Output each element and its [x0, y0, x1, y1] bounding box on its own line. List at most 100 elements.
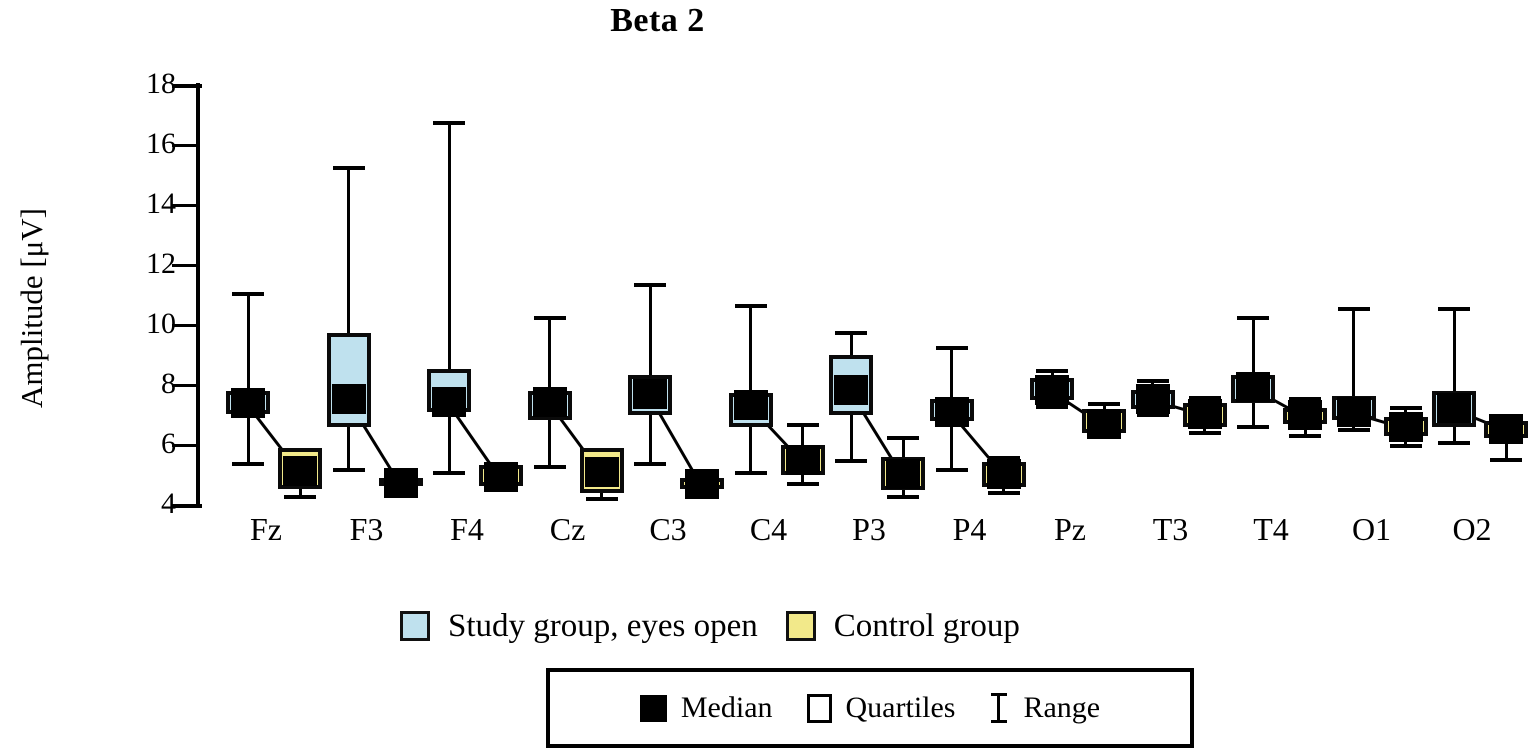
whisker-cap-max — [887, 436, 919, 440]
open-square-icon — [806, 693, 832, 723]
legend-label-study: Study group, eyes open — [448, 607, 758, 644]
whisker-cap-min — [1438, 441, 1470, 445]
x-tick-label-f4: F4 — [450, 511, 484, 547]
x-tick-label-f3: F3 — [349, 511, 384, 547]
y-tick-label: 6 — [161, 427, 176, 460]
whisker-cap-min — [835, 459, 867, 463]
median-marker — [633, 379, 667, 409]
whisker-cap-min — [585, 496, 618, 501]
median-marker — [785, 445, 820, 475]
whisker-cap-max — [332, 166, 365, 170]
y-tick-mark — [172, 143, 198, 147]
median-marker — [383, 467, 418, 498]
legend-item-range: Range — [989, 691, 1100, 725]
median-marker — [1388, 412, 1423, 442]
median-marker — [331, 383, 366, 414]
whisker-line — [347, 166, 350, 472]
y-tick-mark — [172, 263, 198, 267]
median-marker — [1087, 409, 1121, 439]
y-tick-mark — [172, 443, 198, 447]
x-tick-label-o1: O1 — [1351, 511, 1392, 547]
y-tick-label: 8 — [161, 367, 176, 400]
chart-title-text: Beta 2 — [610, 2, 705, 39]
whisker-cap-min — [533, 465, 566, 469]
median-marker — [1336, 397, 1371, 427]
whisker-cap-min — [232, 462, 264, 466]
y-tick-label: 4 — [161, 487, 176, 520]
median-marker — [1236, 371, 1270, 402]
whisker-cap-max — [533, 316, 566, 320]
whisker-cap-max — [1337, 307, 1370, 311]
whisker-cap-max — [634, 283, 666, 287]
median-marker — [986, 458, 1021, 489]
median-marker — [1489, 413, 1523, 444]
whisker-cap-min — [1188, 430, 1221, 435]
page-title: Beta 2 — [0, 0, 1535, 40]
whisker-cap-max — [1088, 401, 1120, 406]
legend-item-quartiles: Quartiles — [806, 691, 956, 724]
whisker-cap-max — [1289, 397, 1321, 401]
whisker-cap-min — [284, 495, 316, 499]
whisker-line — [1452, 307, 1456, 445]
median-marker — [1288, 400, 1322, 430]
whisker-cap-max — [1389, 406, 1422, 410]
filled-square-icon — [639, 694, 667, 722]
median-marker — [934, 397, 969, 427]
median-marker — [1437, 392, 1471, 423]
x-tick-label-p4: P4 — [952, 511, 987, 547]
y-tick-label: 10 — [146, 307, 176, 340]
x-tick-label-c3: C3 — [649, 511, 687, 547]
median-marker — [1035, 374, 1069, 405]
legend-label-control: Control group — [833, 607, 1020, 644]
x-tick-label-o2: O2 — [1452, 511, 1492, 547]
whisker-cap-min — [332, 468, 365, 472]
whisker-cap-max — [433, 121, 465, 125]
median-marker — [1135, 383, 1170, 414]
median-marker — [886, 458, 920, 489]
whisker-cap-min — [1490, 457, 1522, 462]
median-marker — [231, 388, 265, 418]
whisker-cap-min — [1337, 427, 1370, 432]
whisker-cap-min — [1036, 405, 1068, 409]
whisker-cap-min — [887, 495, 919, 499]
x-tick-label-cz: Cz — [549, 511, 586, 547]
y-axis-label: Amplitude [μV] — [14, 208, 49, 409]
legend-label-range: Range — [1023, 691, 1101, 724]
whisker-cap-min — [734, 471, 767, 475]
whisker-cap-max — [1036, 368, 1068, 373]
y-tick-mark — [172, 203, 198, 207]
median-marker — [432, 386, 466, 417]
whisker-cap-max — [1438, 307, 1470, 311]
i-bar-icon — [989, 691, 1009, 725]
whisker-cap-max — [734, 304, 767, 308]
legend-item-study: Study group, eyes open — [400, 607, 758, 644]
x-tick-label-c4: C4 — [749, 511, 788, 547]
whisker-cap-min — [935, 468, 968, 472]
x-tick-label-pz: Pz — [1054, 511, 1086, 547]
median-marker — [733, 389, 768, 420]
legend-label-quartiles: Quartiles — [845, 691, 956, 724]
legend-item-median: Median — [639, 691, 773, 724]
legend-label-median: Median — [680, 691, 773, 724]
median-marker — [685, 469, 719, 499]
y-tick-label: 16 — [146, 127, 176, 160]
whisker-cap-min — [1389, 444, 1422, 448]
whisker-cap-max — [1136, 379, 1169, 383]
legend-item-control: Control group — [785, 607, 1020, 644]
y-tick-label: 18 — [146, 67, 176, 100]
whisker-cap-max — [232, 292, 264, 296]
whisker-cap-min — [634, 462, 666, 466]
whisker-line — [447, 121, 451, 475]
median-marker — [834, 374, 868, 405]
whisker-line — [1352, 307, 1355, 432]
legend-groups: Study group, eyes open Control group — [400, 600, 1260, 652]
whisker-cap-min — [1136, 412, 1169, 417]
control-group-swatch-icon — [785, 611, 816, 641]
whisker-cap-min — [786, 481, 819, 486]
y-tick-label: 12 — [146, 247, 176, 280]
median-marker — [532, 386, 567, 417]
whisker-cap-min — [433, 471, 465, 475]
y-axis-line — [196, 83, 200, 507]
whisker-cap-min — [1237, 424, 1269, 429]
